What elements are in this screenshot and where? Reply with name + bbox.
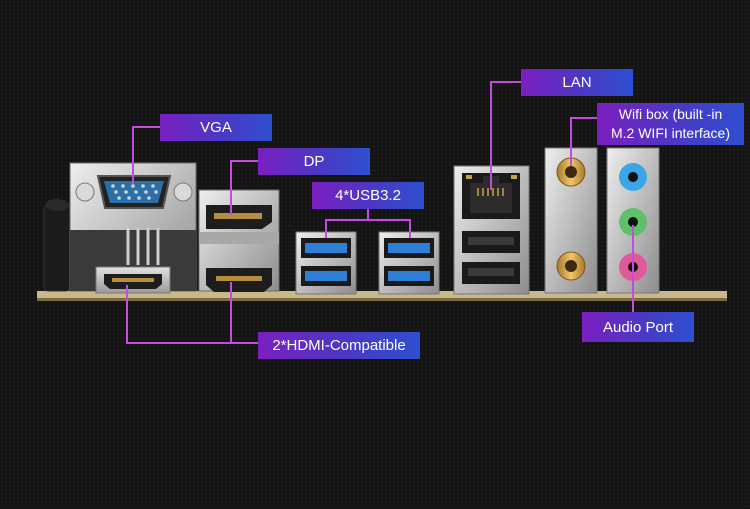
hdmi-connector-2 [206, 268, 272, 292]
lan-label: LAN [521, 69, 633, 96]
dp-leader [230, 160, 258, 215]
wifi-antenna-box [544, 147, 598, 294]
leader-lines [126, 81, 634, 344]
wifi-label-line1: Wifi box (built -in [618, 106, 723, 122]
usb-label: 4*USB3.2 [312, 182, 424, 209]
lan-leader [490, 81, 521, 190]
pcb-board [37, 291, 727, 300]
wifi-label-line2: M.2 WIFI interface) [610, 125, 731, 141]
wifi-label: Wifi box (built -in M.2 WIFI interface) [597, 103, 744, 145]
hdmi-leader [126, 285, 258, 344]
dp-label: DP [258, 148, 370, 175]
vga-leader [132, 126, 160, 184]
vga-label: VGA [160, 114, 272, 141]
capacitor-component [43, 199, 71, 292]
usb-stack-1 [295, 231, 357, 295]
hdmi-label: 2*HDMI-Compatible [258, 332, 420, 359]
hdmi-connector-1 [95, 266, 171, 294]
audio-label: Audio Port [582, 312, 694, 342]
usb-stack-2 [378, 231, 440, 295]
wifi-leader [570, 117, 597, 166]
